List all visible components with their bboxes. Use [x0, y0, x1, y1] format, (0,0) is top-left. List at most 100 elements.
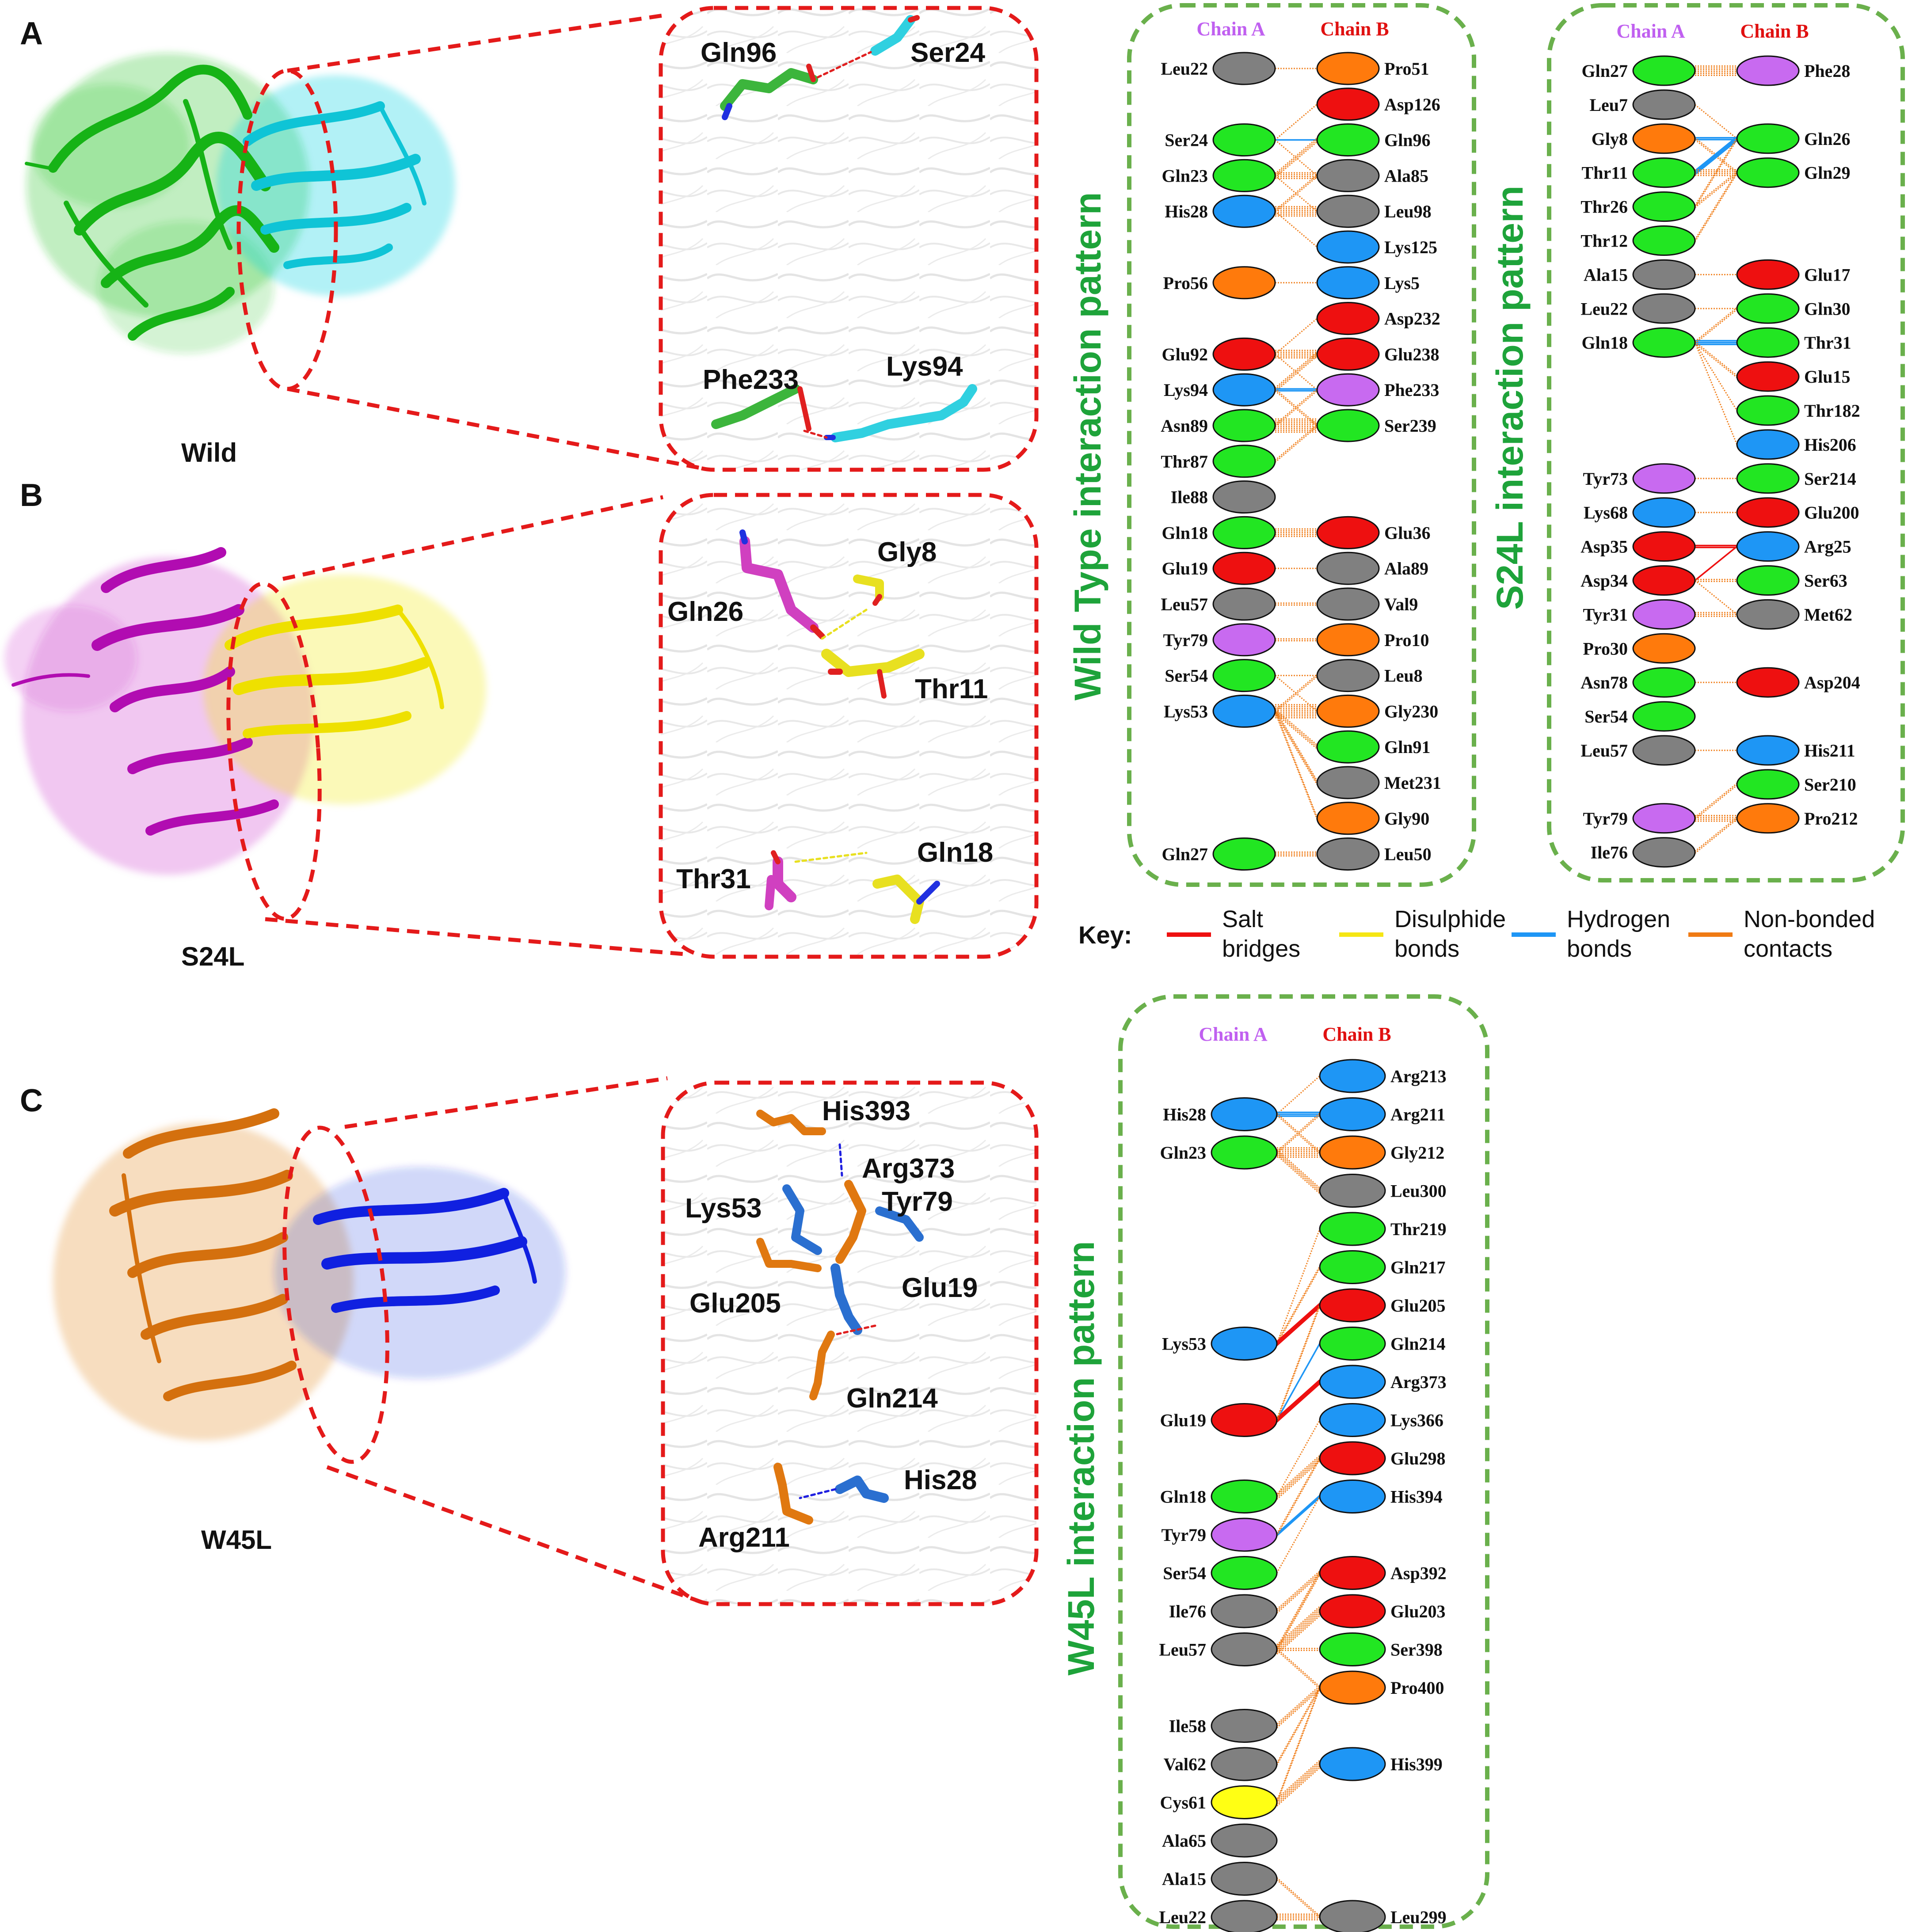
key-label-0-line2: bridges — [1222, 936, 1300, 962]
panel-b: B S24L — [4, 478, 1039, 971]
w45l-chain-b-residue-gln217 — [1319, 1250, 1386, 1284]
w45l-zoom-box — [661, 1080, 1039, 1606]
w45l-chain-b-residue-pro400 — [1319, 1670, 1386, 1705]
w45l-chain-a-label-ser54: Ser54 — [1163, 1563, 1206, 1583]
s24l-link-21 — [1695, 612, 1737, 617]
s24l-link-7 — [1695, 171, 1737, 208]
w45l-chain-b-label-gln214: Gln214 — [1390, 1334, 1445, 1354]
wild-link-22 — [1275, 602, 1317, 606]
w45l-chain-b-residue-leu299 — [1319, 1900, 1386, 1932]
zoom-residue-label-w45l-gln214: Gln214 — [846, 1383, 938, 1414]
w45l-link-19 — [1276, 1606, 1320, 1655]
s24l-chain-a-label-asp34: Asp34 — [1580, 571, 1628, 591]
wild-chain-b-residue-leu50 — [1316, 837, 1380, 871]
s24l-chain-a-residue-tyr31 — [1632, 599, 1696, 630]
wild-link-5 — [1275, 172, 1317, 179]
wild-link-14 — [1275, 352, 1318, 392]
w45l-link-1 — [1277, 1111, 1320, 1117]
w45l-link-8 — [1276, 1303, 1321, 1346]
panel-letter-b: B — [20, 478, 43, 513]
s24l-chain-a-residue-gln18 — [1632, 327, 1696, 358]
zoom-residue-label-s24l-thr11: Thr11 — [915, 674, 988, 704]
w45l-chain-a-label-cys61: Cys61 — [1160, 1793, 1206, 1813]
w45l-chain-b-label-gln217: Gln217 — [1390, 1258, 1445, 1278]
s24l-chain-a-label-thr12: Thr12 — [1580, 231, 1628, 251]
zoom-residue-label-w45l-tyr79: Tyr79 — [882, 1187, 953, 1217]
w45l-chain-b-label-gly212: Gly212 — [1390, 1143, 1444, 1163]
s24l-chain-a-residue-ala15 — [1632, 259, 1696, 290]
w45l-chain-a-residue-lys53 — [1211, 1327, 1278, 1361]
s24l-link-22 — [1695, 580, 1737, 615]
w45l-chain-a-residue-gln23 — [1211, 1135, 1278, 1170]
wild-chain-b-label-lys125: Lys125 — [1384, 237, 1437, 257]
key-label-2-line1: Hydrogen — [1567, 906, 1670, 932]
panel-letter-a: A — [20, 16, 43, 51]
w45l-chain-b-residue-arg213 — [1319, 1059, 1386, 1093]
wild-chain-b-residue-phe233 — [1316, 373, 1380, 407]
s24l-chain-b-label-glu200: Glu200 — [1804, 503, 1859, 523]
s24l-link-4 — [1694, 136, 1738, 175]
s24l-chain-b-label-ser214: Ser214 — [1804, 469, 1856, 489]
w45l-chain-a-residue-val62 — [1211, 1747, 1278, 1781]
wild-chain-b-label-asp126: Asp126 — [1384, 95, 1440, 114]
wild-link-20 — [1275, 528, 1317, 537]
wild-chain-b-label-glu36: Glu36 — [1384, 523, 1430, 543]
wild-chain-b-label-gln96: Gln96 — [1384, 130, 1430, 150]
zoom-residue-label-w45l-arg373: Arg373 — [862, 1153, 955, 1184]
s24l-chain-b-residue-thr31 — [1736, 327, 1800, 358]
s24l-chain-b-residue-asp204 — [1736, 667, 1800, 698]
panel-letter-c: C — [20, 1083, 43, 1118]
s24l-chain-a-residue-pro30 — [1632, 633, 1696, 664]
w45l-chain-b-label-leu299: Leu299 — [1390, 1907, 1447, 1927]
wild-chain-a-residue-pro56 — [1212, 266, 1276, 300]
w45l-chain-b-header: Chain B — [1322, 1023, 1391, 1045]
wild-chain-a-label-leu22: Leu22 — [1161, 59, 1208, 79]
key: Key: SaltbridgesDisulphidebondsHydrogenb… — [1078, 906, 1875, 962]
w45l-chain-b-label-ser398: Ser398 — [1390, 1640, 1443, 1660]
structure-label-w45l: W45L — [201, 1525, 272, 1555]
wild-link-26 — [1275, 709, 1318, 749]
w45l-link-6 — [1276, 1228, 1321, 1344]
s24l-chain-a-residue-leu7 — [1632, 89, 1696, 120]
s24l-chain-b-residue-ser214 — [1736, 463, 1800, 494]
zoom-residue-label-s24l-gln18: Gln18 — [917, 837, 993, 868]
wild-chain-a-residue-asn89 — [1212, 409, 1276, 442]
s24l-chain-a-residue-gly8 — [1632, 123, 1696, 154]
key-label-1-line1: Disulphide — [1394, 906, 1506, 932]
w45l-chain-a-label-glu19: Glu19 — [1160, 1411, 1206, 1430]
wild-chain-b-label-glu238: Glu238 — [1384, 344, 1439, 364]
w45l-chain-a-label-ala65: Ala65 — [1162, 1831, 1206, 1851]
wild-pattern-frame — [1127, 3, 1476, 887]
wild-pattern-title: Wild Type interaction pattern — [1067, 192, 1108, 700]
s24l-chain-b-residue-met62 — [1736, 599, 1800, 630]
w45l-chain-a-label-tyr79: Tyr79 — [1162, 1525, 1206, 1545]
s24l-chain-b-label-gln30: Gln30 — [1804, 299, 1850, 319]
s24l-link-8 — [1694, 171, 1738, 242]
wild-link-30 — [1275, 674, 1318, 713]
w45l-chain-b-residue-glu298 — [1319, 1441, 1386, 1476]
w45l-chain-b-residue-arg211 — [1319, 1097, 1386, 1131]
w45l-chain-b-label-lys366: Lys366 — [1390, 1411, 1443, 1430]
s24l-chain-b-residue-phe28 — [1736, 55, 1800, 86]
wild-chain-a-label-pro56: Pro56 — [1163, 273, 1208, 293]
wild-chain-a-residue-lys53 — [1212, 694, 1276, 728]
wild-chain-a-label-lys53: Lys53 — [1164, 701, 1208, 721]
w45l-chain-a-label-ala15: Ala15 — [1162, 1869, 1206, 1889]
w45l-link-3 — [1276, 1113, 1320, 1154]
s24l-chain-a-residue-leu57 — [1632, 735, 1696, 766]
w45l-chain-b-residue-leu300 — [1319, 1174, 1386, 1208]
w45l-chain-b-label-pro400: Pro400 — [1390, 1678, 1444, 1698]
s24l-chain-a-residue-gln27 — [1632, 55, 1696, 86]
s24l-link-0 — [1695, 65, 1737, 76]
wild-link-12 — [1275, 350, 1317, 359]
w45l-chain-b-label-asp392: Asp392 — [1390, 1563, 1447, 1583]
wild-chain-a-label-ile88: Ile88 — [1171, 487, 1208, 507]
wild-chain-a-label-ser54: Ser54 — [1165, 666, 1208, 686]
s24l-chain-b-residue-ser63 — [1736, 565, 1800, 596]
s24l-chain-a-residue-leu22 — [1632, 293, 1696, 324]
s24l-chain-b-residue-his206 — [1736, 429, 1800, 460]
w45l-link-25 — [1276, 1686, 1321, 1804]
s24l-chain-b-label-phe28: Phe28 — [1804, 61, 1850, 81]
